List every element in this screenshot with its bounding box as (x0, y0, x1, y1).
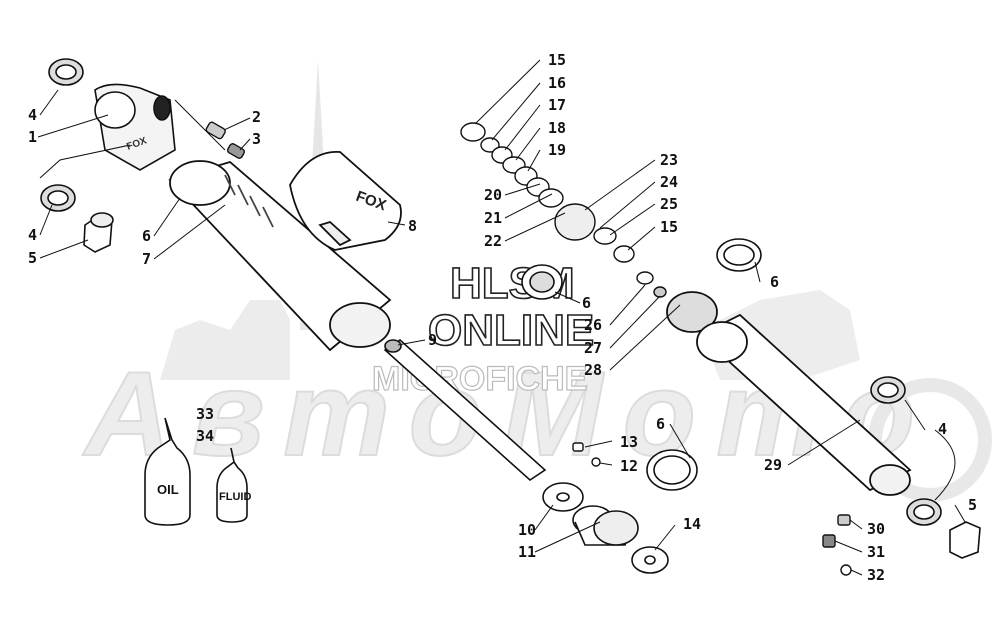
part-34-fluid-bottle: FLUID (216, 447, 251, 523)
callout-4: 4 (938, 420, 947, 438)
part-4-bushing-right (870, 376, 942, 526)
callout-8: 8 (408, 217, 417, 235)
oil-label: OIL (157, 482, 179, 497)
callout-28: 28 (584, 361, 602, 379)
callout-5: 5 (28, 249, 37, 267)
part-4-bushing-top (48, 58, 84, 86)
callout-19: 19 (548, 141, 566, 159)
part-8-cover: FOX (289, 151, 402, 251)
callout-6: 6 (582, 294, 591, 312)
part-14-washer (631, 546, 669, 574)
fluid-label: FLUID (219, 491, 251, 503)
callout-5: 5 (968, 496, 977, 514)
callout-26: 26 (584, 316, 602, 334)
callout-18: 18 (548, 119, 566, 137)
callout-22: 22 (484, 232, 502, 250)
parts-12-13 (572, 442, 601, 467)
watermark-online: ONLINE (428, 306, 594, 355)
callout-32: 32 (867, 566, 885, 584)
callout-21: 21 (484, 209, 502, 227)
part-9-shaft (383, 338, 547, 482)
part-7-reservoir-body (168, 160, 392, 352)
part-6-seal-mid (521, 264, 563, 300)
leader-lines (37, 59, 966, 576)
callout-13: 13 (620, 433, 638, 451)
part-4-bushing-left (40, 184, 76, 212)
callout-6: 6 (142, 227, 151, 245)
callout-numbers: 4 1 2 3 4 5 6 7 8 9 15 16 17 18 19 20 21… (28, 51, 977, 584)
part-5-sleeve-right (949, 521, 981, 559)
callout-9: 9 (428, 331, 437, 349)
callout-4: 4 (28, 106, 37, 124)
callout-31: 31 (867, 543, 885, 561)
callout-17: 17 (548, 96, 566, 114)
part-10-washer (542, 482, 584, 512)
part-6-seal-lower (646, 449, 698, 491)
callout-6: 6 (656, 415, 665, 433)
callout-16: 16 (548, 74, 566, 92)
part-3-valve (226, 143, 246, 159)
callout-7: 7 (142, 250, 151, 268)
part-33-oil-bottle: OIL (144, 417, 191, 526)
part-29-shock-body (666, 291, 912, 496)
callout-27: 27 (584, 339, 602, 357)
part-11-piston (572, 505, 639, 546)
callout-6: 6 (770, 273, 779, 291)
callout-30: 30 (867, 520, 885, 538)
parts-30-32 (822, 514, 852, 576)
part-2-fitting (205, 121, 226, 140)
callout-20: 20 (484, 186, 502, 204)
callout-24: 24 (660, 173, 678, 191)
building-silhouette (160, 300, 290, 380)
callout-2: 2 (252, 108, 261, 126)
callout-29: 29 (764, 456, 782, 474)
callout-12: 12 (620, 457, 638, 475)
part-6-seal-upper-right (716, 238, 762, 272)
callout-25: 25 (660, 195, 678, 213)
callout-10: 10 (518, 521, 536, 539)
callout-4: 4 (28, 226, 37, 244)
callout-15: 15 (548, 51, 566, 69)
callout-34: 34 (196, 427, 214, 445)
parts-26-28 (636, 271, 667, 298)
part-5-sleeve-left (83, 212, 114, 253)
callout-14: 14 (683, 515, 701, 533)
callout-3: 3 (252, 130, 261, 148)
callout-33: 33 (196, 405, 214, 423)
part-1-eyelet-housing: FOX (94, 83, 176, 171)
callout-1: 1 (28, 128, 37, 146)
callout-23: 23 (660, 151, 678, 169)
callout-15: 15 (660, 218, 678, 236)
callout-11: 11 (518, 543, 536, 561)
